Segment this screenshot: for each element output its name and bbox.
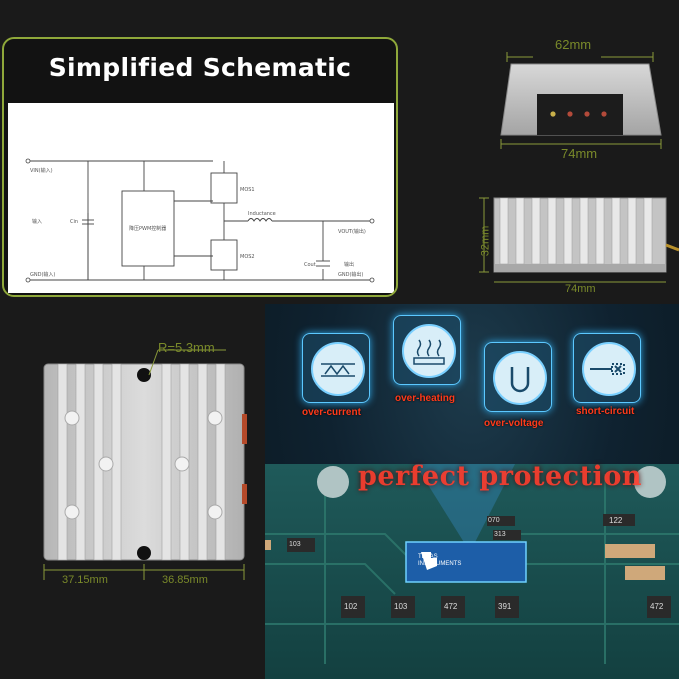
over-heating-card [393,315,461,385]
top-view [36,334,254,594]
left-half-label: 37.15mm [62,574,108,586]
component-code: 070 [488,517,500,524]
over-heating-icon [402,324,456,378]
side-view [470,190,679,290]
bottom-width-label: 74mm [561,146,598,161]
top-view-drawing [43,349,247,580]
circuit-drawing: VIN(输入) Cin 输入 降压PWM控制器 MOS1 MOS2 Induct… [25,158,375,283]
over-voltage-label: over-voltage [484,418,544,429]
front-view [493,40,668,165]
over-current-card [302,333,370,403]
over-current-icon [311,342,365,396]
inductance-label: Inductance [248,211,276,217]
chip-brand-line1: TEXAS [418,554,438,560]
component-code: 103 [394,602,408,611]
side-width-label: 74mm [565,283,596,295]
component-code: 103 [289,541,301,548]
component-code: 122 [609,516,623,525]
component-code: 313 [494,531,506,538]
right-half-label: 36.85mm [162,574,208,586]
chip-brand: TEXAS INSTRUMENTS [418,554,461,568]
protection-panel: TEXAS INSTRUMENTS 070 313 122 103 102 10… [265,304,679,679]
over-voltage-icon [493,351,547,405]
gnd-output-label: GND(输出) [338,271,363,278]
component-code: 102 [344,602,358,611]
cout-label: Cout [304,262,316,268]
perfect-protection-headline: perfect protection [358,461,642,492]
pwm-controller-label: 降压PWM控制器 [129,225,166,232]
vin-label: VIN(输入) [30,167,53,174]
side-view-drawing [479,197,679,283]
schematic-panel: Simplified Schematic [2,37,398,297]
short-circuit-card [573,333,641,403]
component-code: 472 [444,602,458,611]
short-circuit-label: short-circuit [576,406,635,417]
over-current-label: over-current [302,407,361,418]
circuit-board-illustration [265,464,679,679]
component-code: 391 [498,602,512,611]
over-heating-label: over-heating [395,393,456,404]
chip-brand-line2: INSTRUMENTS [418,561,462,567]
vout-label: VOUT(输出) [338,228,366,235]
gnd-input-label: GND(输入) [30,271,55,278]
schematic-title: Simplified Schematic [48,53,352,82]
mos1-label: MOS1 [240,187,255,193]
output-label: 输出 [344,261,354,268]
top-width-label: 62mm [555,37,592,52]
mos2-label: MOS2 [240,254,255,260]
component-code: 472 [650,602,664,611]
input-label: 输入 [32,218,42,225]
schematic-diagram: VIN(输入) Cin 输入 降压PWM控制器 MOS1 MOS2 Induct… [8,103,394,293]
short-circuit-icon [582,342,636,396]
side-height-label: 32mm [479,225,492,257]
over-voltage-card [484,342,552,412]
radius-label: R=5.3mm [158,340,215,355]
cin-label: Cin [70,219,78,225]
front-view-drawing [500,52,662,149]
